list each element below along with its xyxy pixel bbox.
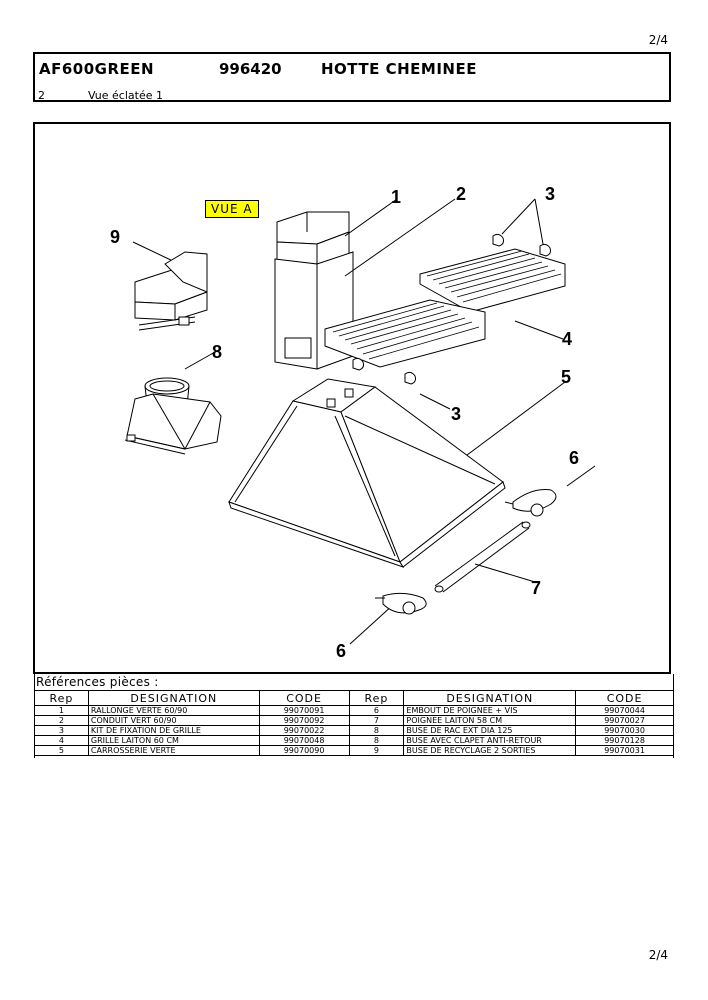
cell-code: 99070048 <box>258 735 350 746</box>
table-row: 1 RALLONGE VERTE 60/90 99070091 6 EMBOUT… <box>34 705 674 716</box>
col-designation-right: DESIGNATION <box>403 690 577 706</box>
callout-6-right: 6 <box>569 448 580 468</box>
cell-code: 99070027 <box>575 715 674 726</box>
part-3-fixing-clips-drawing <box>352 233 551 385</box>
col-code-right: CODE <box>575 690 674 706</box>
cell-designation: POIGNEE LAITON 58 CM <box>403 715 577 726</box>
product-title: HOTTE CHEMINEE <box>321 60 477 78</box>
callout-5: 5 <box>561 367 572 387</box>
cell-code: 99070044 <box>575 705 674 716</box>
cell-rep: 8 <box>348 735 405 746</box>
cell-designation: GRILLE LAITON 60 CM <box>87 735 260 746</box>
cell-designation: EMBOUT DE POIGNEE + VIS <box>403 705 577 716</box>
callout-3-top: 3 <box>545 184 556 204</box>
part-4-grille-drawing <box>324 248 566 368</box>
cell-designation: BUSE DE RAC EXT DIA 125 <box>403 725 577 736</box>
callout-9: 9 <box>110 227 121 247</box>
callout-6-bottom: 6 <box>336 641 347 661</box>
cell-designation: BUSE AVEC CLAPET ANTI-RETOUR <box>403 735 577 746</box>
part-7-handle-rod-drawing <box>434 521 531 593</box>
cell-rep: 3 <box>34 725 89 736</box>
cell-code: 99070031 <box>575 745 674 756</box>
cell-code: 99070128 <box>575 735 674 746</box>
section-title: Vue éclatée 1 <box>88 89 163 102</box>
parts-reference-table: Rep DESIGNATION CODE Rep DESIGNATION COD… <box>34 690 674 756</box>
cell-designation: KIT DE FIXATION DE GRILLE <box>87 725 260 736</box>
view-a-label: VUE A <box>205 200 259 218</box>
callout-3-bottom: 3 <box>451 404 462 424</box>
table-row: 2 CONDUIT VERT 60/90 99070092 7 POIGNEE … <box>34 715 674 726</box>
section-number: 2 <box>38 89 45 102</box>
cell-code: 99070022 <box>258 725 350 736</box>
cell-rep: 9 <box>348 745 405 756</box>
col-rep-right: Rep <box>348 690 405 706</box>
cell-designation: CARROSSERIE VERTE <box>87 745 260 756</box>
col-designation-left: DESIGNATION <box>87 690 260 706</box>
cell-code: 99070091 <box>258 705 350 716</box>
references-label: Références pièces : <box>36 675 159 689</box>
document-header: AF600GREEN 996420 HOTTE CHEMINEE 2 Vue é… <box>33 52 671 102</box>
cell-rep: 7 <box>348 715 405 726</box>
callout-1: 1 <box>391 187 402 207</box>
callout-4: 4 <box>562 329 573 349</box>
col-rep-left: Rep <box>34 690 89 706</box>
page-number-top: 2/4 <box>648 33 668 47</box>
cell-rep: 1 <box>34 705 89 716</box>
cell-rep: 6 <box>348 705 405 716</box>
cell-designation: RALLONGE VERTE 60/90 <box>87 705 260 716</box>
exploded-drawing <box>124 198 596 645</box>
page-number-bottom: 2/4 <box>648 948 668 962</box>
model-name: AF600GREEN <box>39 60 155 78</box>
callout-7: 7 <box>531 578 542 598</box>
cell-designation: BUSE DE RECYCLAGE 2 SORTIES <box>403 745 577 756</box>
part-6-handle-end-drawing <box>375 489 557 615</box>
part-8-nozzle-drawing <box>124 377 222 455</box>
table-header-row: Rep DESIGNATION CODE Rep DESIGNATION COD… <box>34 690 674 706</box>
table-row: 3 KIT DE FIXATION DE GRILLE 99070022 8 B… <box>34 725 674 736</box>
cell-code: 99070092 <box>258 715 350 726</box>
col-code-left: CODE <box>258 690 350 706</box>
callout-2: 2 <box>456 184 467 204</box>
callout-8: 8 <box>212 342 223 362</box>
cell-rep: 4 <box>34 735 89 746</box>
part-1-extension-drawing <box>276 211 350 270</box>
table-row: 4 GRILLE LAITON 60 CM 99070048 8 BUSE AV… <box>34 735 674 746</box>
cell-rep: 5 <box>34 745 89 756</box>
cell-code: 99070030 <box>575 725 674 736</box>
cell-rep: 8 <box>348 725 405 736</box>
part-9-recycling-nozzle-drawing <box>134 251 208 331</box>
product-code: 996420 <box>219 60 282 78</box>
part-5-hood-drawing <box>228 378 506 568</box>
exploded-view-diagram: VUE A 1 2 3 9 4 8 5 3 6 7 6 <box>33 122 671 674</box>
cell-designation: CONDUIT VERT 60/90 <box>87 715 260 726</box>
cell-rep: 2 <box>34 715 89 726</box>
cell-code: 99070090 <box>258 745 350 756</box>
table-row: 5 CARROSSERIE VERTE 99070090 9 BUSE DE R… <box>34 745 674 756</box>
